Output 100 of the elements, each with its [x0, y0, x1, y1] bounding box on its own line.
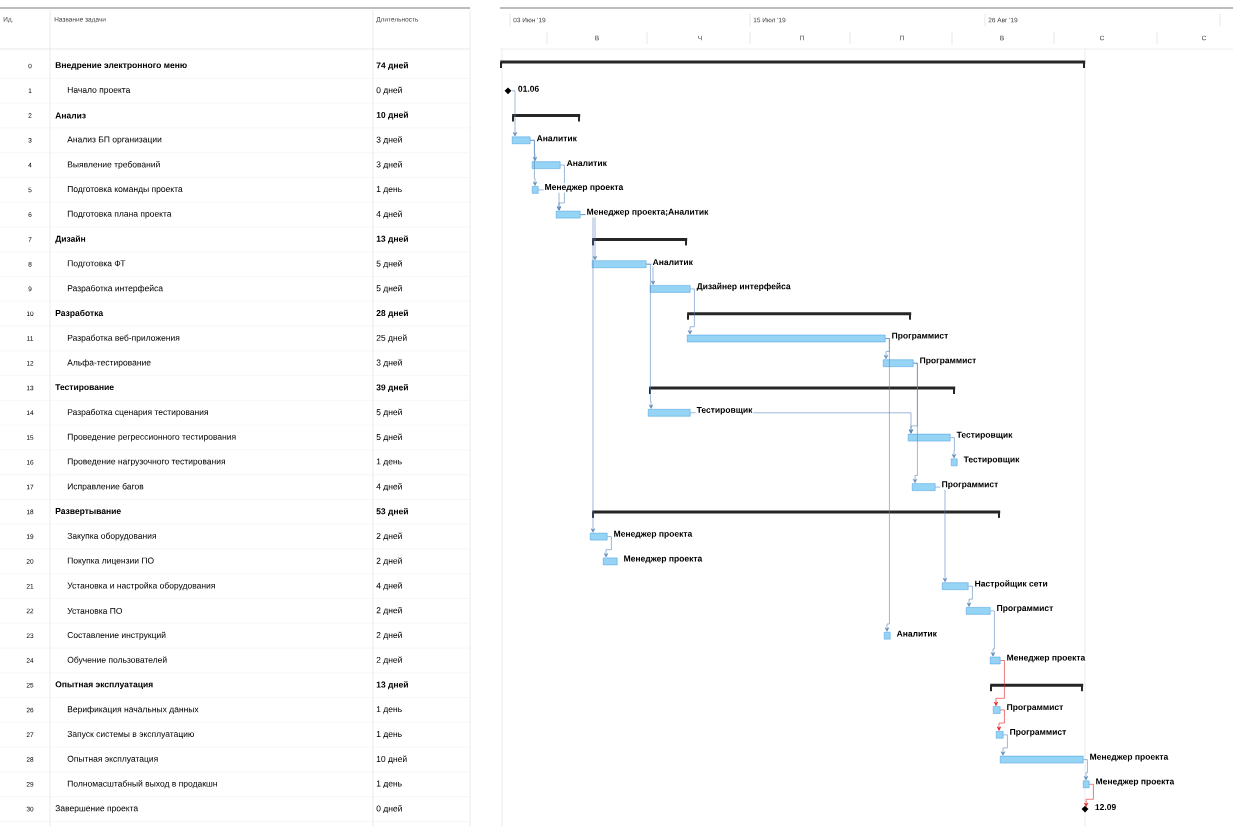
resource-label: Аналитик	[565, 159, 608, 168]
resource-label: Программист	[995, 604, 1055, 614]
duration: 2 дней	[376, 532, 402, 541]
task-name: Развертывание	[55, 508, 121, 516]
duration: 3 дней	[376, 136, 402, 145]
duration: 1 день	[376, 458, 402, 467]
task-name: Обучение пользователей	[67, 656, 167, 665]
task-name: Подготовка ФТ	[67, 260, 126, 268]
duration: 4 дней	[376, 210, 402, 219]
task-name: Выявление требований	[67, 161, 160, 170]
resource-label: Менеджер проекта	[612, 529, 694, 540]
link-arrow	[950, 437, 957, 459]
resource-label: 12.09	[1093, 803, 1118, 812]
summary-bar	[512, 114, 581, 122]
link-arrow	[966, 585, 973, 607]
task-bar	[687, 334, 886, 343]
link-arrow	[935, 486, 948, 583]
summary-bar	[592, 510, 1001, 518]
task-bar	[993, 706, 1001, 714]
duration: 10 дней	[376, 111, 408, 120]
task-name: Подготовка команды проекта	[67, 186, 183, 194]
task-name: Завершение проекта	[55, 805, 139, 813]
summary-bar	[500, 60, 1086, 68]
task-name: Разработка сценария тестирования	[67, 408, 208, 417]
link-arrow	[1000, 734, 1008, 756]
task-name: Верификация начальных данных	[67, 706, 199, 714]
task-name: Исправление багов	[67, 483, 144, 492]
task-bar	[884, 632, 891, 640]
duration: 5 дней	[376, 260, 402, 269]
task-bar	[990, 656, 1001, 665]
task-bar	[603, 557, 618, 566]
duration: 10 дней	[376, 755, 407, 764]
link-arrow	[993, 660, 1005, 706]
task-bar	[1083, 780, 1090, 788]
task-bar	[908, 433, 951, 442]
task-bar	[556, 210, 581, 219]
duration: 4 дней	[376, 582, 402, 591]
task-bar	[648, 409, 691, 417]
duration: 2 дней	[376, 606, 402, 615]
duration: 4 дней	[376, 483, 402, 492]
duration: 5 дней	[376, 433, 402, 442]
task-bar	[592, 260, 647, 268]
resource-label: Дизайнер интерфейса	[695, 281, 792, 292]
task-name: Дизайн	[55, 235, 86, 244]
task-name: Полномасштабный выход в продакшн	[67, 780, 217, 789]
duration: 1 день	[376, 780, 402, 789]
duration: 0 дней	[376, 86, 402, 95]
resource-label: Тестировщик	[962, 455, 1021, 466]
resource-label: Менеджер проекта	[1005, 653, 1087, 664]
duration: 53 дней	[376, 507, 408, 516]
link-arrow	[603, 536, 612, 558]
resource-label: Менеджер проекта	[622, 554, 704, 565]
link-arrow	[1084, 784, 1094, 807]
task-name: Тестирование	[55, 384, 114, 392]
duration: 5 дней	[376, 284, 402, 293]
resource-label: Менеджер проекта	[543, 183, 625, 193]
duration: 2 дней	[376, 557, 402, 566]
task-name: Проведение регрессионного тестирования	[67, 433, 236, 442]
duration: 5 дней	[376, 408, 402, 417]
link-arrow	[884, 338, 890, 632]
task-name: Закупка оборудования	[67, 532, 156, 541]
task-name: Разработка веб-приложения	[67, 334, 180, 343]
duration: 2 дней	[376, 656, 402, 665]
link-arrow	[687, 288, 695, 335]
task-bar	[590, 532, 608, 541]
resource-label: Программист	[918, 356, 978, 366]
task-name: Опытная эксплуатация	[67, 755, 158, 764]
task-bar	[951, 458, 958, 466]
task-name: Разработка	[55, 309, 104, 318]
link-arrow	[996, 709, 1005, 731]
task-bar	[966, 607, 991, 615]
task-name: Составление инструкций	[67, 631, 166, 640]
resource-label: Тестировщик	[955, 430, 1014, 441]
duration: 1 день	[376, 186, 402, 194]
task-name: Опытная эксплуатация	[55, 681, 153, 690]
resource-label: Программист	[1008, 728, 1068, 738]
duration: 25 дней	[376, 334, 407, 343]
task-bar	[532, 186, 539, 194]
duration: 39 дней	[376, 384, 408, 392]
duration: 2 дней	[376, 631, 402, 640]
resource-label: Программист	[940, 480, 1000, 490]
duration: 74 дней	[376, 62, 408, 70]
link-arrow	[912, 362, 918, 484]
link-arrow	[646, 263, 654, 409]
resource-label: 01.06	[516, 84, 541, 93]
task-name: Разработка интерфейса	[67, 284, 163, 293]
resource-label: Программист	[890, 331, 950, 342]
task-bar	[1000, 755, 1084, 764]
task-name: Проведение нагрузочного тестирования	[67, 458, 225, 467]
task-name: Покупка лицензии ПО	[67, 557, 154, 566]
task-bar	[883, 359, 914, 367]
resource-label: Менеджер проекта;Аналитик	[585, 207, 710, 218]
task-bar	[996, 731, 1004, 739]
resource-label: Аналитик	[535, 134, 578, 143]
task-name: Запуск системы в эксплуатацию	[67, 730, 194, 739]
task-bar	[650, 285, 691, 293]
milestone-diamond	[504, 87, 512, 95]
duration: 28 дней	[376, 309, 408, 318]
task-name: Анализ БП организации	[67, 136, 162, 145]
resource-label: Аналитик	[895, 629, 938, 638]
